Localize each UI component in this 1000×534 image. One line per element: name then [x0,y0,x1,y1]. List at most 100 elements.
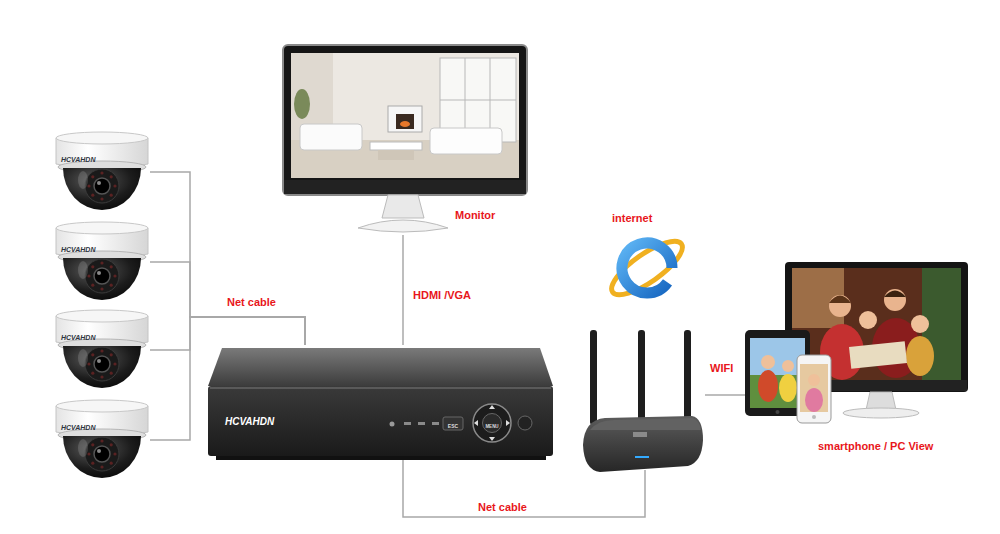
monitor-illustration [430,128,502,154]
button-text: MENU [485,424,498,429]
dome-camera: HCVAHDN [55,398,150,482]
net-cable [402,235,404,345]
dome-camera: HCVAHDN [55,130,150,214]
monitor-illustration [382,195,424,218]
viewing-devices-illustration [843,408,919,418]
nvr-illustration [474,420,478,426]
viewing-devices-illustration [808,374,820,386]
router-illustration [583,416,703,472]
viewing-devices-illustration [800,364,828,412]
monitor-illustration [388,106,422,132]
nvr-illustration [432,422,439,425]
nvr-illustration [443,417,463,430]
camera-brand: HCVAHDN [61,246,95,254]
button-text: ESC [448,424,458,430]
viewing-devices-illustration [776,410,780,414]
nvr-illustration [210,388,551,389]
viewing-devices-illustration [745,262,968,423]
nvr-illustration [390,422,395,427]
net-cable [150,317,305,440]
monitor-illustration [294,89,310,119]
wifi-router: internet [580,205,705,470]
camera-illustration [56,222,148,300]
router-illustration [590,330,597,425]
nvr-illustration [489,405,495,409]
viewing-devices-illustration [884,289,906,311]
label-holder: ESC [448,414,458,432]
router-illustration [605,232,690,303]
viewing-devices-illustration [866,392,896,410]
camera-brand: HCVAHDN [61,424,95,432]
cable-label: Net cable [478,501,527,514]
router-illustration [684,330,691,422]
viewing-devices-illustration [761,355,775,369]
net-cable [705,394,745,396]
viewing-devices-illustration [829,296,851,304]
monitor-illustration [291,53,519,178]
label-holder: WIFI [710,358,733,376]
viewing-devices-illustration [782,360,794,372]
device-label: smartphone / PC View [818,440,933,453]
monitor-illustration [370,142,422,150]
router-illustration [622,243,672,293]
nvr-illustration [404,422,411,425]
camera-brand: HCVAHDN [61,156,95,164]
monitor-illustration [396,114,414,129]
net-cable [150,262,305,345]
nvr-illustration [208,348,553,460]
camera-illustration [56,132,148,478]
viewing-devices-illustration [797,355,831,423]
nvr-illustration [418,422,425,425]
device-label: Monitor [455,209,495,222]
router-illustration [624,264,672,272]
monitor-illustration [283,45,527,232]
monitor-illustration [283,45,527,195]
net-cable [403,460,645,517]
router-illustration [638,330,645,422]
nvr-brand: HCVAHDN [225,416,274,428]
monitor: Monitor [283,45,527,235]
nvr-illustration [506,420,510,426]
monitor-illustration [440,100,516,101]
router-illustration [635,456,649,458]
monitor-illustration [400,121,410,127]
label-holder: MENU [485,414,498,432]
nvr-recorder: HCVAHDN [205,345,555,460]
viewing-devices-illustration [812,415,816,419]
viewing-devices-illustration [779,374,797,402]
viewing-devices-illustration [906,336,934,376]
monitor-illustration [291,53,519,178]
nvr-illustration [483,414,502,433]
label-holder: HDMI /VGA [413,285,471,303]
viewing-devices: smartphone / PC View [745,258,972,456]
nvr-illustration [473,404,511,442]
camera-illustration [56,400,148,478]
cable-label: Net cable [227,296,276,309]
camera-illustration [56,132,148,210]
net-cable [150,172,305,345]
monitor-illustration [358,220,448,232]
router-illustration [633,432,647,437]
viewing-devices-illustration [805,388,823,412]
monitor-illustration [378,150,414,160]
viewing-devices-illustration [849,341,907,369]
viewing-devices-illustration [884,291,906,298]
nvr-illustration [208,386,553,456]
nvr-illustration [216,456,546,460]
viewing-devices-illustration [829,295,851,317]
camera-illustration [56,310,148,388]
dome-camera: HCVAHDN [55,220,150,304]
router-illustration [590,418,701,430]
nvr-illustration [208,348,553,386]
device-label: internet [612,212,652,225]
nvr-illustration [518,416,532,430]
label-holder: Net cable [227,292,276,310]
viewing-devices-illustration [800,364,828,412]
viewing-devices-illustration [758,370,778,402]
camera-brand: HCVAHDN [61,334,95,342]
cable-label: HDMI /VGA [413,289,471,302]
